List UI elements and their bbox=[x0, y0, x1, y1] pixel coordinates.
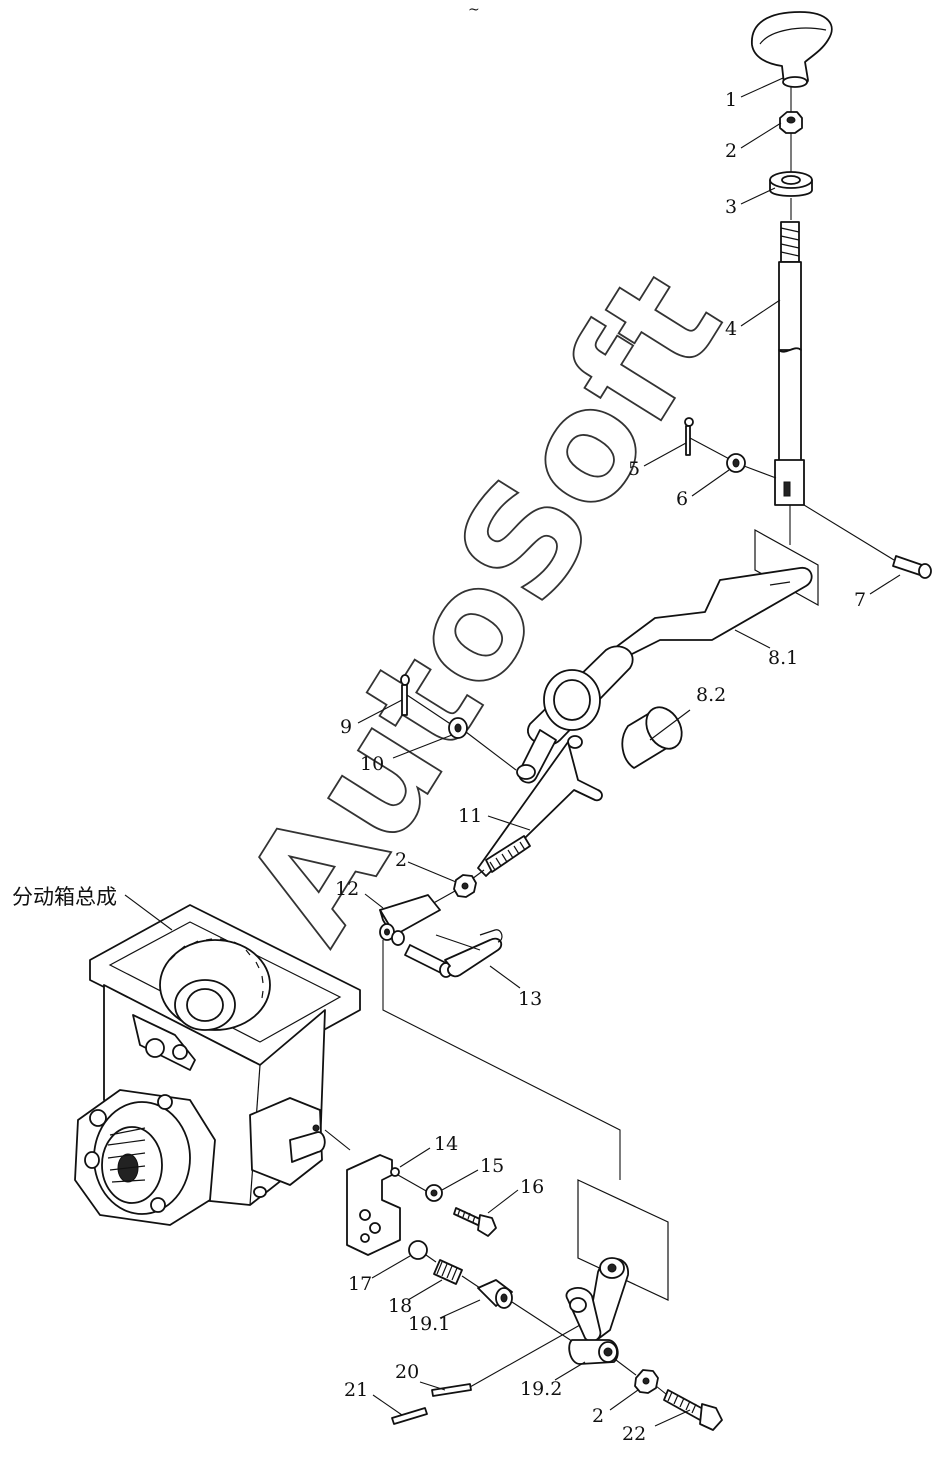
part-3-rubber-bushing bbox=[769, 171, 813, 197]
callout-10: 10 bbox=[360, 753, 384, 775]
part-2-nut-bottom bbox=[634, 1369, 659, 1394]
callout-1: 1 bbox=[725, 89, 737, 111]
callout-2-bottom: 2 bbox=[592, 1405, 604, 1427]
part-8-2-bushing bbox=[621, 706, 683, 769]
callout-18: 18 bbox=[388, 1295, 412, 1317]
callout-8-2: 8.2 bbox=[696, 684, 726, 706]
part-22-bolt bbox=[663, 1389, 723, 1431]
part-12-clevis bbox=[379, 894, 441, 946]
part-14-detent-plate bbox=[346, 1154, 401, 1256]
callout-13: 13 bbox=[518, 988, 542, 1010]
callout-11: 11 bbox=[458, 805, 482, 827]
part-6-washer bbox=[726, 453, 746, 473]
transfer-case-gear bbox=[159, 938, 271, 1031]
part-4-shift-rod bbox=[774, 86, 805, 545]
part-21-pin bbox=[391, 1407, 428, 1425]
part-10-washer bbox=[448, 717, 468, 739]
part-8-1-shift-lever bbox=[516, 528, 819, 784]
part-15-spring-washer bbox=[425, 1184, 443, 1202]
callout-16: 16 bbox=[520, 1176, 544, 1198]
callout-6: 6 bbox=[676, 488, 688, 510]
callout-2-middle: 2 bbox=[395, 849, 407, 871]
callout-12: 12 bbox=[335, 878, 359, 900]
callout-22: 22 bbox=[622, 1423, 646, 1445]
part-19-2-shift-arm bbox=[565, 1179, 669, 1365]
callout-7: 7 bbox=[854, 589, 866, 611]
part-7-pin-bolt bbox=[892, 555, 932, 579]
transfer-case-assembly bbox=[74, 904, 361, 1226]
callout-15: 15 bbox=[480, 1155, 504, 1177]
part-2-nut-top bbox=[779, 111, 803, 134]
part-17-steel-ball bbox=[408, 1240, 428, 1260]
callout-numbers: 1 2 3 4 5 6 7 8.1 8.2 9 10 11 2 12 13 14… bbox=[335, 89, 866, 1445]
part-18-spring bbox=[433, 1259, 463, 1285]
callout-17: 17 bbox=[348, 1273, 372, 1295]
callout-14: 14 bbox=[434, 1133, 458, 1155]
callout-19-2: 19.2 bbox=[520, 1378, 562, 1400]
callout-3: 3 bbox=[725, 196, 737, 218]
callout-leaders bbox=[357, 77, 901, 1427]
part-2-nut-middle bbox=[453, 874, 477, 898]
part-13-clevis-pin bbox=[404, 929, 503, 978]
callout-4: 4 bbox=[725, 318, 737, 340]
callout-5: 5 bbox=[628, 458, 640, 480]
part-1-shift-knob bbox=[751, 11, 833, 88]
part-16-bolt bbox=[453, 1207, 497, 1237]
part-19-1-sleeve bbox=[477, 1279, 513, 1309]
assembly-label: 分动箱总成 bbox=[12, 885, 117, 909]
part-11-adjusting-rod bbox=[477, 735, 603, 877]
callout-21: 21 bbox=[344, 1379, 368, 1401]
callout-2-top: 2 bbox=[725, 140, 737, 162]
callout-19-1: 19.1 bbox=[408, 1313, 450, 1335]
callout-8-1: 8.1 bbox=[768, 647, 798, 669]
part-20-pin bbox=[431, 1383, 472, 1397]
part-9-cotter-pin bbox=[400, 674, 410, 716]
callout-9: 9 bbox=[340, 716, 352, 738]
callout-20: 20 bbox=[395, 1361, 419, 1383]
header-mark: ~ bbox=[468, 2, 480, 18]
part-5-cotter-pin bbox=[684, 417, 694, 456]
